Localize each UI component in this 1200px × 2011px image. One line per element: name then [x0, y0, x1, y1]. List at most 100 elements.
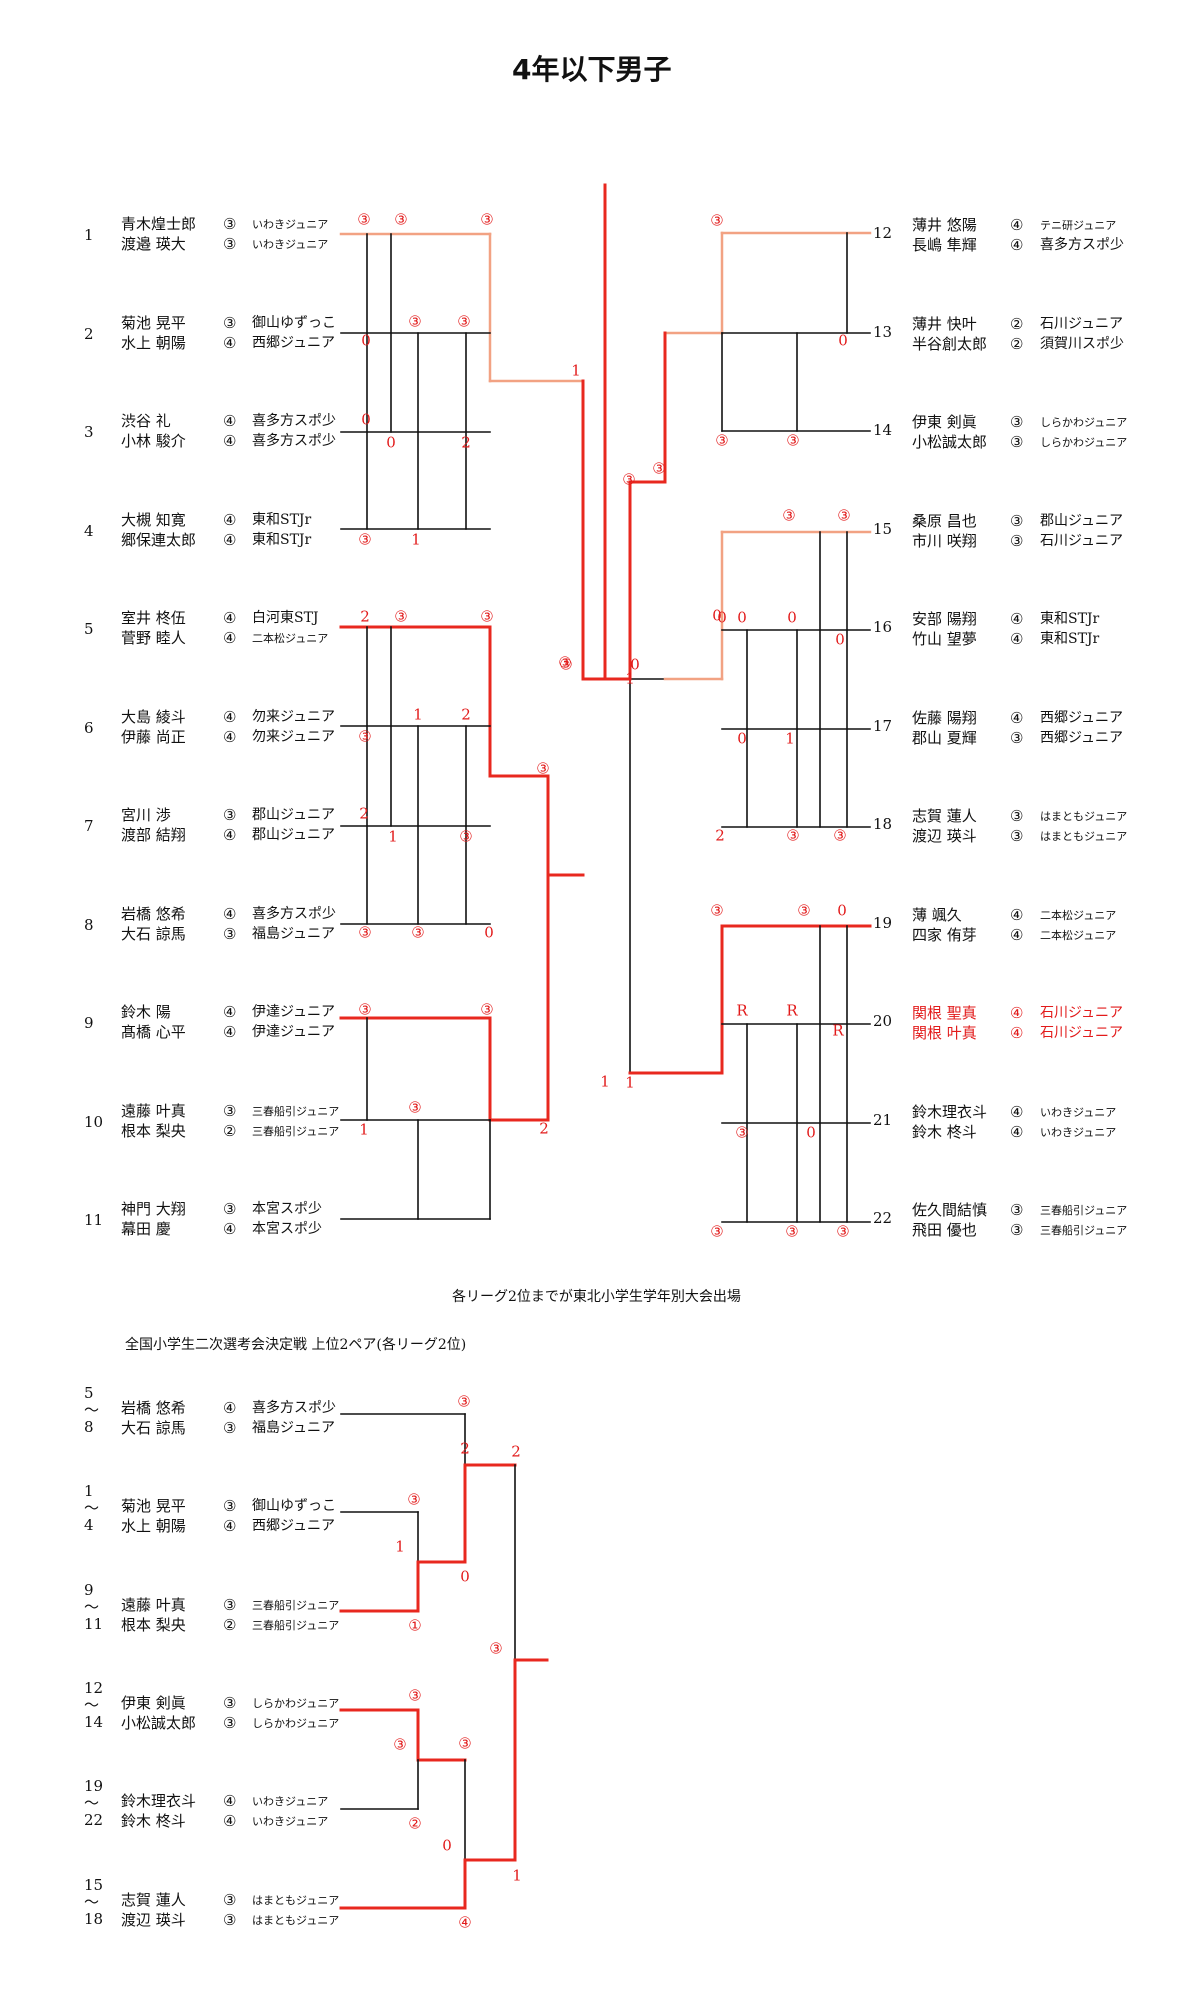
- player-club: いわきジュニア: [252, 218, 329, 231]
- player-name: 伊東 剣眞: [121, 1693, 186, 1712]
- player-grade: ④: [223, 1220, 237, 1238]
- match-score: ③: [394, 210, 408, 229]
- player-name: 関根 聖真: [912, 1004, 977, 1022]
- player-club: 三春船引ジュニア: [1040, 1224, 1128, 1237]
- player-club: 石川ジュニア: [1040, 315, 1124, 332]
- player-name: 郡山 夏輝: [912, 728, 977, 747]
- player-name: 菅野 睦人: [121, 629, 186, 647]
- player-name: 伊藤 尚正: [121, 727, 186, 746]
- player-club: 勿来ジュニア: [252, 728, 336, 745]
- entry-number: 4: [84, 521, 94, 540]
- match-score: ①: [408, 1616, 422, 1635]
- entry-number: 15: [873, 519, 893, 538]
- match-score: 0: [361, 331, 371, 350]
- player-grade: ③: [1010, 531, 1024, 550]
- player-grade: ②: [223, 1615, 237, 1634]
- player-grade: ④: [1010, 630, 1024, 648]
- player-name: 大島 綾斗: [121, 707, 186, 726]
- player-grade: ③: [223, 1419, 237, 1437]
- match-score: 0: [712, 606, 722, 625]
- entry-number: 10: [84, 1112, 104, 1131]
- player-club: 郡山ジュニア: [252, 827, 336, 843]
- player-grade: ③: [223, 1101, 237, 1120]
- player-grade: ③: [223, 1890, 237, 1909]
- player-grade: ③: [223, 313, 237, 332]
- match-score: ③: [408, 1686, 422, 1705]
- player-name: 郷保連太郎: [121, 530, 197, 549]
- player-club: 喜多方スポ少: [252, 413, 336, 429]
- match-score: 1: [359, 1120, 369, 1139]
- player-club: 二本松ジュニア: [1040, 908, 1117, 922]
- player-name: 渡部 結翔: [121, 826, 186, 844]
- match-score: R: [786, 1001, 798, 1020]
- player-name: 渋谷 礼: [121, 412, 171, 430]
- player-name: 遠藤 叶真: [121, 1595, 186, 1614]
- player-club: はまともジュニア: [252, 1893, 340, 1907]
- entry-range: 5: [84, 1384, 94, 1402]
- player-club: いわきジュニア: [1040, 1105, 1117, 1119]
- match-score: 2: [460, 1439, 470, 1458]
- player-club: 喜多方スポ少: [1040, 237, 1124, 253]
- player-club: 福島ジュニア: [252, 925, 336, 942]
- player-grade: ④: [1010, 216, 1024, 234]
- player-name: 佐藤 陽翔: [912, 708, 977, 727]
- entry-number: 21: [873, 1110, 893, 1129]
- player-name: 鈴木理衣斗: [121, 1792, 197, 1811]
- player-grade: ④: [223, 1023, 237, 1041]
- match-score: ③: [710, 211, 724, 230]
- match-score: 1: [413, 705, 423, 724]
- match-score: ③: [357, 210, 371, 229]
- player-club: 勿来ジュニア: [252, 708, 336, 725]
- player-name: 大石 諒馬: [121, 1419, 186, 1437]
- match-score: ③: [786, 431, 800, 450]
- entry-range: 1: [84, 1482, 94, 1501]
- entry-number: 7: [84, 817, 94, 835]
- match-score: ③: [797, 901, 811, 920]
- player-name: 薄 颯久: [912, 905, 962, 924]
- player-name: 渡邉 瑛大: [121, 235, 186, 253]
- player-name: 長嶋 隼輝: [912, 236, 977, 254]
- entry-number: 12: [873, 224, 893, 242]
- player-club: 本宮スポ少: [252, 1201, 322, 1217]
- player-name: 神門 大翔: [121, 1200, 186, 1218]
- player-name: 菊池 晃平: [121, 313, 186, 332]
- player-club: 西郷ジュニア: [252, 334, 336, 351]
- player-club: いわきジュニア: [1040, 1125, 1117, 1139]
- match-score: R: [832, 1021, 844, 1040]
- player-club: しらかわジュニア: [1040, 416, 1128, 429]
- match-score: ③: [407, 1490, 421, 1509]
- entry-range: 〜: [84, 1794, 100, 1813]
- match-score: ③: [833, 826, 847, 845]
- player-name: 小林 駿介: [121, 432, 186, 450]
- player-grade: ④: [1010, 925, 1024, 944]
- player-name: 大槻 知寛: [121, 510, 186, 529]
- entry-number: 19: [873, 913, 893, 932]
- match-score: 1: [625, 1073, 635, 1092]
- match-score: ③: [652, 459, 666, 478]
- match-score: ③: [394, 607, 408, 626]
- match-score: 2: [461, 433, 471, 452]
- player-club: いわきジュニア: [252, 1795, 329, 1809]
- entry-number: 9: [84, 1014, 94, 1032]
- entry-number: 13: [873, 322, 893, 341]
- player-club: 石川ジュニア: [1040, 532, 1124, 549]
- player-grade: ③: [223, 235, 237, 253]
- player-grade: ③: [223, 924, 237, 943]
- player-grade: ④: [1010, 236, 1024, 254]
- player-club: 三春船引ジュニア: [252, 1124, 340, 1138]
- player-grade: ③: [1010, 1201, 1024, 1219]
- player-club: 三春船引ジュニア: [1040, 1204, 1128, 1217]
- player-name: 青木煌士郎: [121, 215, 197, 233]
- match-score: ③: [735, 1123, 749, 1142]
- match-score: 2: [359, 804, 369, 823]
- player-club: 東和STJr: [252, 511, 312, 528]
- player-name: 四家 侑芽: [912, 925, 977, 944]
- match-score: ③: [489, 1639, 503, 1658]
- player-club: 御山ゆずっこ: [252, 314, 336, 331]
- entry-range: 〜: [84, 1695, 100, 1714]
- final-note: 全国小学生二次選考会決定戦 上位2ペア(各リーグ2位): [125, 1337, 467, 1353]
- match-score: 0: [806, 1123, 816, 1142]
- match-score: 2: [360, 607, 370, 626]
- player-name: 渡辺 瑛斗: [121, 1910, 186, 1929]
- entry-number: 22: [873, 1209, 893, 1227]
